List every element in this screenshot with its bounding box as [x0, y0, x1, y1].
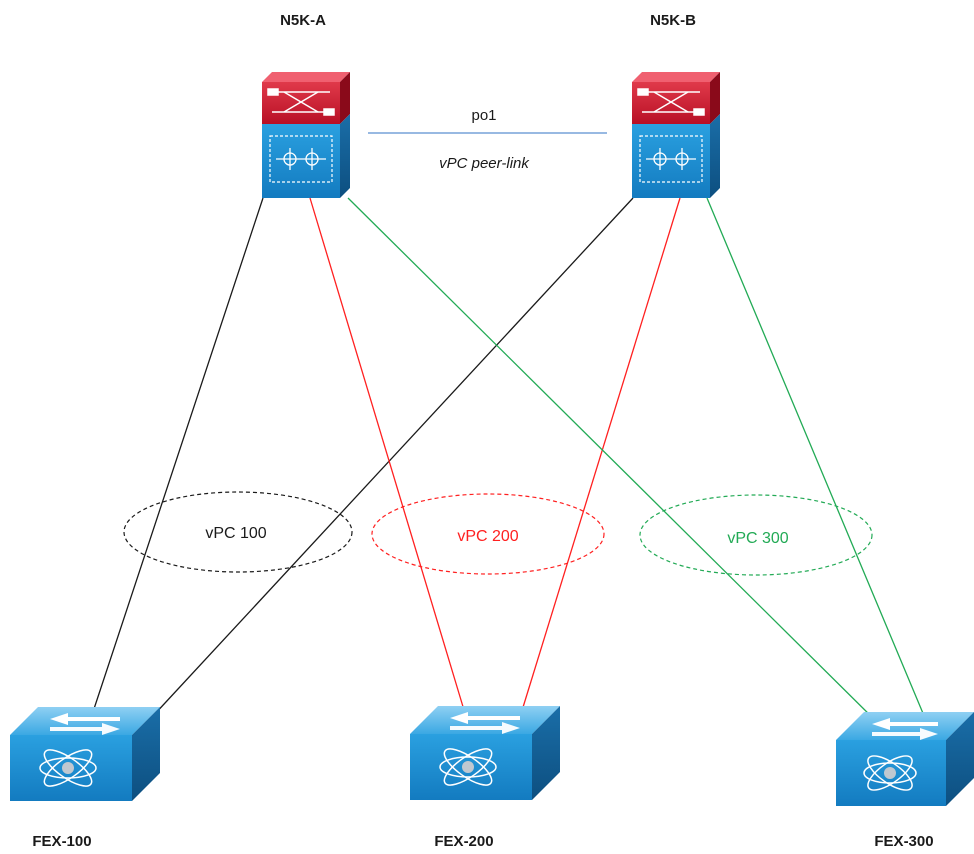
- link-n5ka-fex300: [347, 197, 886, 731]
- link-n5kb-fex200: [515, 197, 681, 731]
- n5k-b-switch-icon: [632, 72, 720, 198]
- vpc-200-label: vPC 200: [457, 528, 518, 545]
- fex-200-switch-icon: [410, 706, 560, 800]
- peer-link-name: po1: [471, 107, 496, 124]
- n5k-b-label: N5K-B: [650, 12, 696, 29]
- fex-100-switch-icon: [10, 707, 160, 801]
- link-n5ka-fex100: [86, 197, 264, 731]
- n5k-a-switch-icon: [262, 72, 350, 198]
- fex-100-label: FEX-100: [32, 833, 91, 850]
- link-n5kb-fex300: [706, 197, 931, 731]
- link-n5kb-fex100: [139, 197, 634, 731]
- vpc-300-ellipse: [639, 494, 873, 576]
- fex-300-label: FEX-300: [874, 833, 933, 850]
- link-n5ka-fex200: [309, 197, 471, 731]
- fex-200-label: FEX-200: [434, 833, 493, 850]
- n5k-a-label: N5K-A: [280, 12, 326, 29]
- vpc-100-ellipse: [123, 491, 353, 573]
- vpc-300-label: vPC 300: [727, 530, 788, 547]
- peer-link-description: vPC peer-link: [439, 155, 530, 172]
- vpc-200-ellipse: [371, 493, 605, 575]
- fex-300-switch-icon: [836, 712, 974, 806]
- vpc-100-label: vPC 100: [205, 525, 266, 542]
